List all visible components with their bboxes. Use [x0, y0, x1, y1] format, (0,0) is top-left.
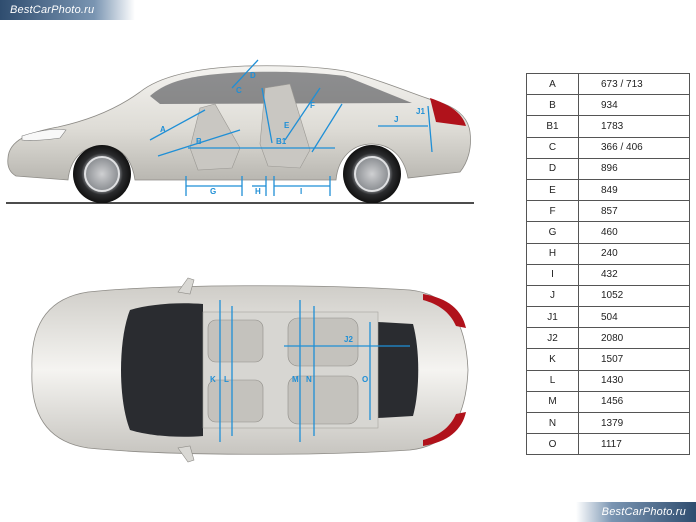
label-g: G: [210, 187, 216, 196]
tail-light-side: [430, 98, 466, 126]
label-b1: B1: [276, 137, 287, 146]
mirror-left: [177, 277, 195, 295]
tail-light-right-top: [423, 412, 466, 446]
watermark-top: BestCarPhoto.ru: [0, 0, 135, 20]
side-dimension-lines: [149, 59, 433, 196]
dimension-code: J2: [526, 327, 579, 350]
dimension-code: K: [526, 348, 579, 371]
label-i: I: [300, 187, 302, 196]
dimension-value: 1507: [578, 348, 690, 371]
dimension-code: G: [526, 221, 579, 244]
dimension-code: O: [526, 433, 579, 456]
tail-light-left-top: [423, 294, 466, 328]
top-view-diagram: K L M N O J2: [31, 277, 469, 463]
label-j2: J2: [344, 335, 353, 344]
windshield-top: [121, 303, 203, 437]
dimension-value: 849: [578, 178, 690, 202]
seats-top: [207, 317, 359, 425]
label-b: B: [196, 137, 202, 146]
label-j1: J1: [416, 107, 425, 116]
dimension-value: 504: [578, 306, 690, 329]
label-m: M: [292, 375, 299, 384]
dimension-code: B: [526, 94, 579, 117]
dimension-value: 240: [578, 242, 690, 265]
dimension-value: 1379: [578, 411, 690, 435]
dimension-value: 857: [578, 200, 690, 223]
label-d: D: [250, 71, 256, 80]
dimension-code: E: [526, 178, 579, 202]
label-k: K: [210, 375, 216, 384]
dimension-value: 432: [578, 263, 690, 286]
dimension-code: A: [526, 72, 579, 96]
label-l: L: [224, 375, 229, 384]
rear-wheel: [343, 145, 401, 203]
dimension-value: 366 / 406: [578, 136, 690, 159]
dimension-code: D: [526, 157, 579, 180]
label-o: O: [362, 375, 368, 384]
dimension-value: 1456: [578, 390, 690, 414]
label-a: A: [160, 125, 166, 134]
dimension-value: 1117: [578, 433, 690, 456]
label-n: N: [306, 375, 312, 384]
dimension-value: 460: [578, 221, 690, 244]
dimension-code: C: [526, 136, 579, 159]
dimension-code: M: [526, 390, 579, 414]
dimension-code: I: [526, 263, 579, 286]
dimension-code: J: [526, 284, 579, 308]
mirror-right: [177, 445, 195, 463]
dimension-code: B1: [526, 115, 579, 138]
label-c: C: [236, 86, 242, 95]
label-h: H: [255, 187, 261, 196]
rear-glass-top: [378, 322, 419, 418]
dimension-value: 896: [578, 157, 690, 180]
dimension-value: 1430: [578, 369, 690, 392]
front-wheel: [73, 145, 131, 203]
headlight-side: [21, 128, 67, 141]
dimension-code: L: [526, 369, 579, 392]
dimension-value: 2080: [578, 327, 690, 350]
label-e: E: [284, 121, 290, 130]
dimension-code: F: [526, 200, 579, 223]
label-f: F: [310, 101, 315, 110]
watermark-bottom: BestCarPhoto.ru: [576, 502, 696, 522]
dimension-value: 673 / 713: [578, 72, 690, 96]
dimension-code: J1: [526, 306, 579, 329]
dimension-value: 934: [578, 94, 690, 117]
dimension-code: H: [526, 242, 579, 265]
label-j: J: [394, 115, 398, 124]
side-view-diagram: A B B1 C D E F G H I J J1: [6, 59, 474, 204]
dimension-value: 1052: [578, 284, 690, 308]
dimension-code: N: [526, 411, 579, 435]
top-dimension-lines: [219, 300, 410, 442]
dimension-value: 1783: [578, 115, 690, 138]
